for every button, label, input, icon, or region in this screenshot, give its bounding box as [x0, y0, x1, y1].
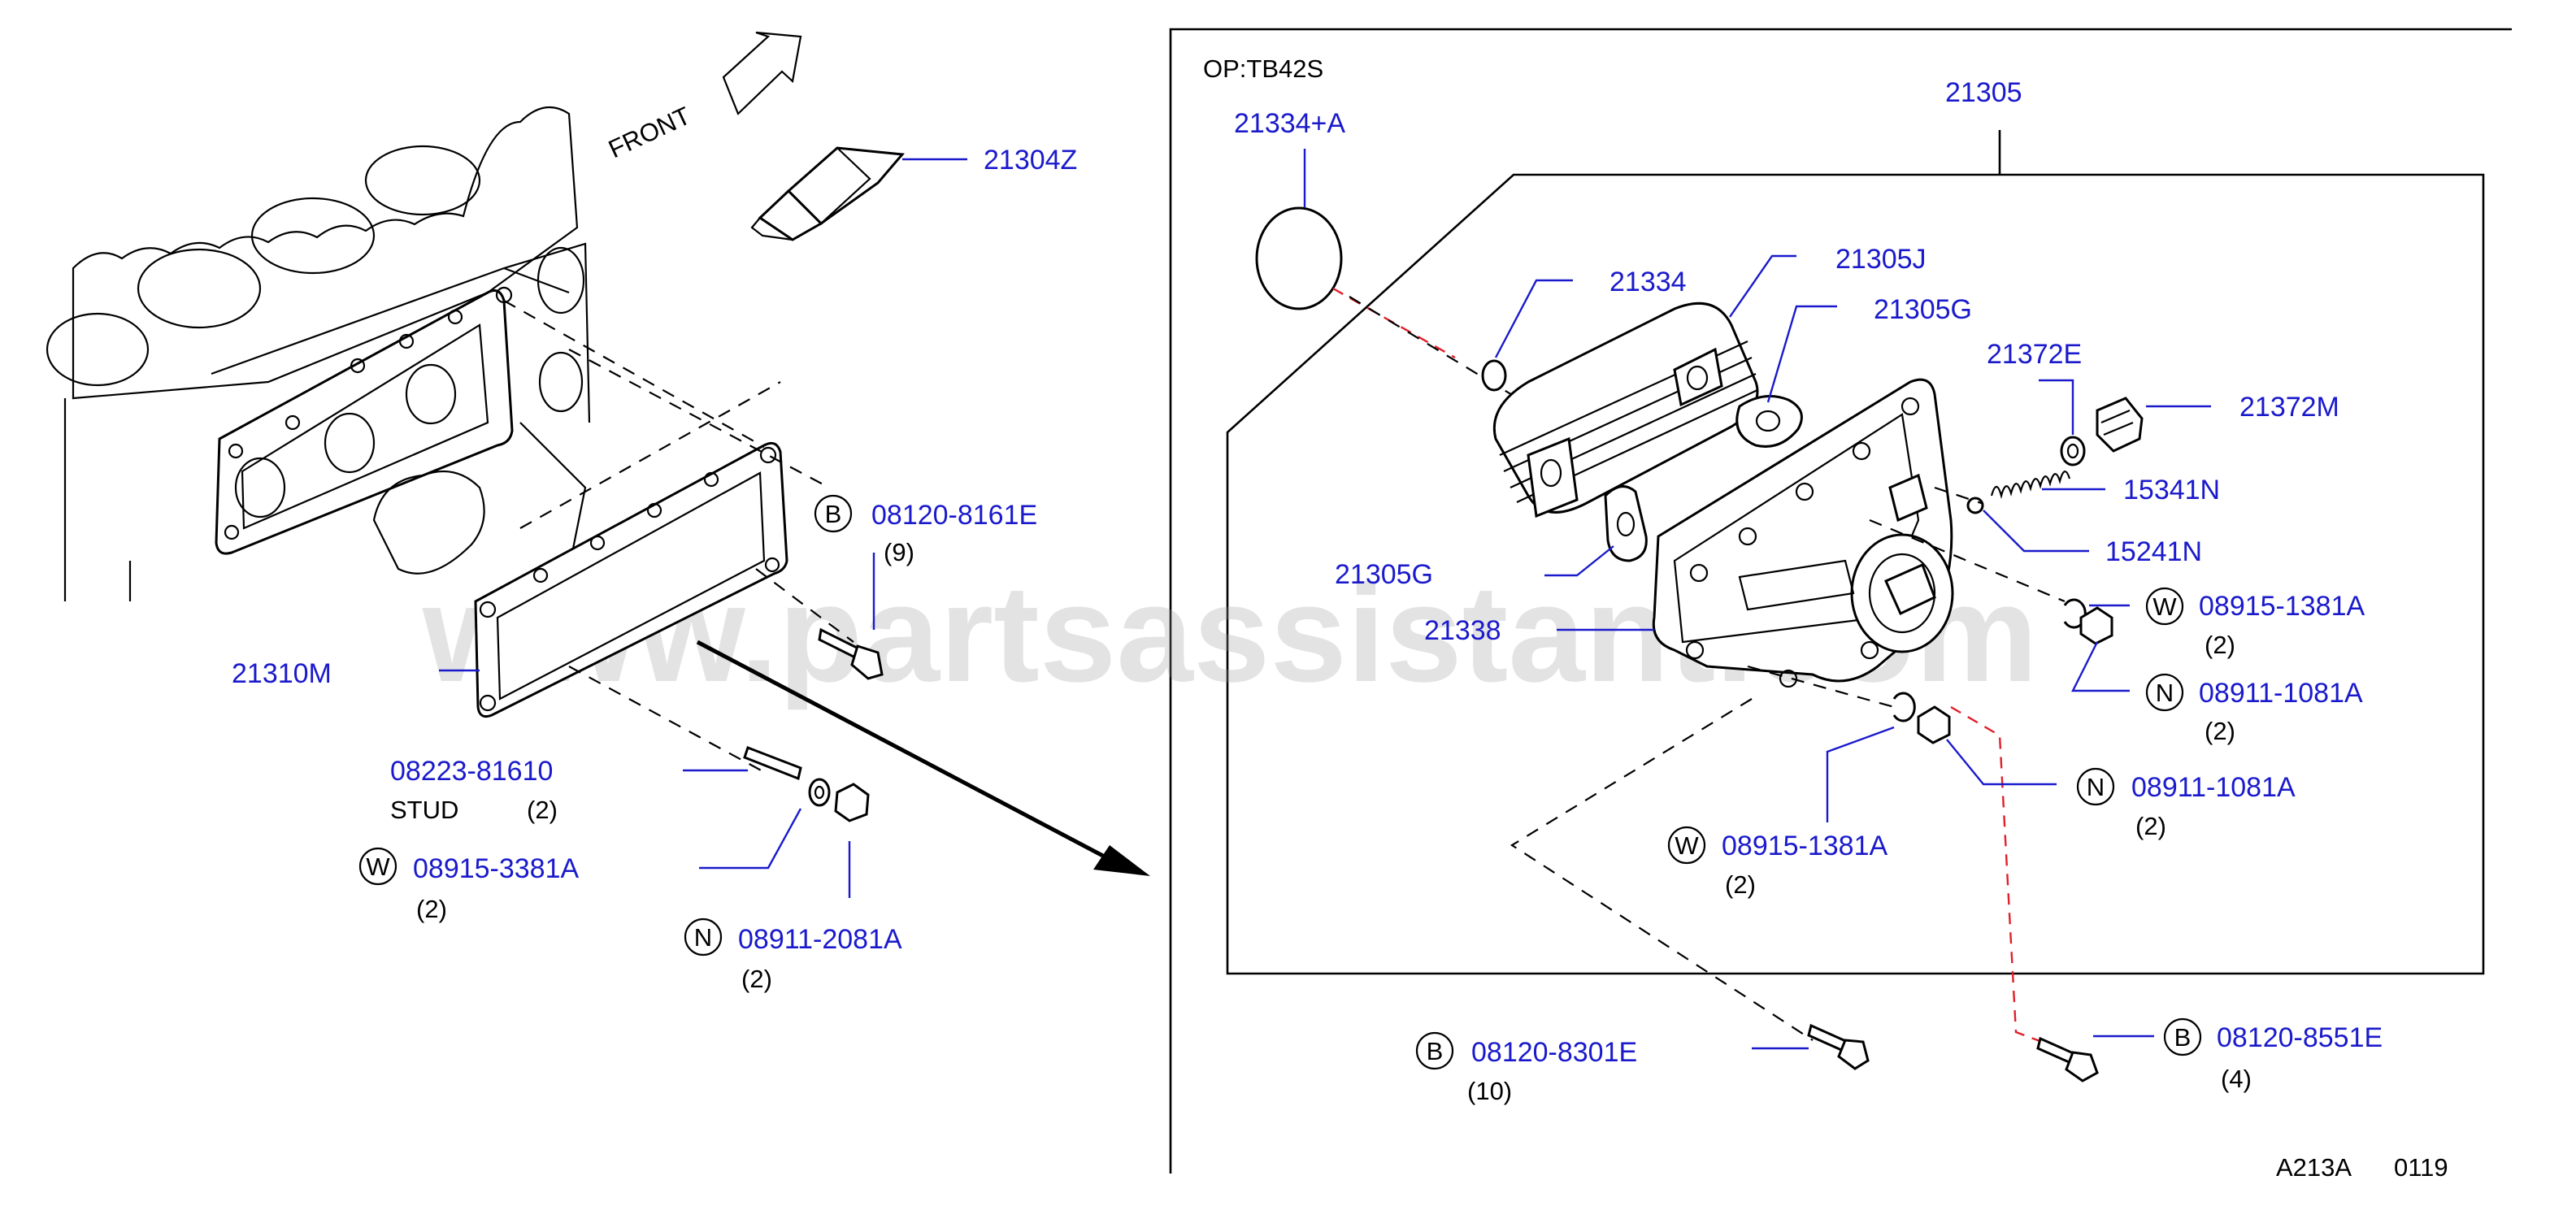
callout-21304z[interactable]: 21304Z: [984, 145, 1077, 176]
bolt-symbol: B: [825, 500, 842, 528]
engine-block-drawing: [46, 106, 591, 601]
callout-nut-left[interactable]: 08911-2081A: [738, 924, 902, 955]
front-label: FRONT: [604, 101, 695, 163]
detail-arrow: [696, 640, 1150, 876]
callout-bolt-bottom[interactable]: 08120-8301E: [1471, 1037, 1637, 1068]
symbol-circles: [358, 494, 2202, 1070]
qty-stud: (2): [527, 796, 558, 824]
option-label: OP:TB42S: [1203, 54, 1323, 83]
callout-15241n[interactable]: 15241N: [2105, 536, 2202, 567]
callout-21372e[interactable]: 21372E: [1987, 339, 2082, 370]
callout-stud[interactable]: 08223-81610: [390, 756, 553, 787]
qty-washer-right: (2): [2205, 631, 2235, 659]
ref-code: A213A: [2276, 1153, 2352, 1182]
stud-drawing: [743, 746, 802, 781]
washer-nut-right-drawing: [2063, 598, 2113, 645]
callout-21338[interactable]: 21338: [1424, 615, 1501, 646]
gasket-side-drawing: [1604, 485, 1648, 562]
o-ring-large-drawing: [1255, 206, 1343, 310]
callout-washer-mid[interactable]: 08915-1381A: [1722, 831, 1888, 861]
washer-nut-left-drawing: [808, 778, 870, 822]
gasket-top-drawing: [1735, 395, 1803, 448]
nut-symbol: N: [2156, 679, 2174, 707]
leader-lines: [439, 149, 2211, 1050]
washer-symbol: W: [366, 852, 390, 881]
callout-nut-mid[interactable]: 08911-1081A: [2131, 772, 2296, 803]
ref-number: 0119: [2394, 1153, 2448, 1182]
qty-bolt-head: (9): [884, 538, 914, 566]
callout-21305g-top[interactable]: 21305G: [1874, 294, 1972, 325]
callout-labels: 21305 21334+A 21304Z 08120-8161E (9) 213…: [232, 77, 2383, 1105]
callout-nut-right[interactable]: 08911-1081A: [2199, 678, 2363, 709]
bolt-bottom-drawing: [1807, 1023, 1870, 1070]
bolt-symbol: B: [2174, 1023, 2192, 1052]
washer-symbol: W: [1675, 831, 1699, 860]
callout-21334a[interactable]: 21334+A: [1234, 108, 1345, 139]
bolt-right-drawing: [2036, 1036, 2099, 1082]
stud-label: STUD: [390, 796, 458, 824]
plug-drawing: [2096, 397, 2144, 453]
washer-symbol: W: [2152, 592, 2177, 621]
cooler-element-drawing: [1492, 302, 1759, 518]
qty-bolt-right: (4): [2221, 1065, 2252, 1093]
cooler-housing-drawing: [1652, 378, 1954, 688]
callout-21305[interactable]: 21305: [1945, 77, 2022, 108]
callout-21305j[interactable]: 21305J: [1835, 244, 1927, 275]
gasket-head-drawing: [474, 441, 788, 718]
plug-washer-drawing: [2060, 436, 2086, 466]
callout-15341n[interactable]: 15341N: [2123, 475, 2220, 505]
callout-washer-right[interactable]: 08915-1381A: [2199, 591, 2365, 622]
valve-ball-drawing: [1966, 497, 1984, 514]
nut-symbol: N: [2087, 773, 2105, 801]
callout-21334[interactable]: 21334: [1609, 267, 1687, 297]
mid-dash-line: [1747, 665, 1895, 709]
callout-21372m[interactable]: 21372M: [2239, 392, 2339, 423]
bolt-symbol: B: [1427, 1037, 1444, 1065]
callout-bolt-right[interactable]: 08120-8551E: [2217, 1022, 2383, 1053]
front-arrow-icon: [722, 31, 802, 115]
sealant-tube-drawing: [750, 146, 906, 241]
symbol-letters: B W N W N N W B B: [366, 500, 2191, 1065]
qty-washer-mid: (2): [1725, 870, 1756, 899]
option-frame: [1169, 28, 2512, 1173]
qty-nut-right: (2): [2205, 717, 2235, 745]
left-alignment-lines: [503, 300, 854, 773]
qty-nut-mid: (2): [2135, 812, 2166, 840]
qty-bolt-bottom: (10): [1467, 1077, 1512, 1105]
washer-nut-mid-drawing: [1892, 692, 1951, 744]
qty-washer-left: (2): [416, 895, 447, 923]
o-ring-small-drawing: [1481, 359, 1507, 392]
callout-21305g-side[interactable]: 21305G: [1335, 559, 1433, 590]
qty-nut-left: (2): [741, 965, 772, 993]
plug-dash-lines: [1869, 486, 2066, 603]
spring-drawing: [1990, 471, 2071, 500]
nut-symbol: N: [694, 923, 712, 952]
callout-21310m[interactable]: 21310M: [232, 658, 332, 689]
bolt-head-drawing: [818, 627, 884, 680]
callout-bolt-head[interactable]: 08120-8161E: [871, 500, 1037, 531]
red-dash-bolt-route: [1950, 705, 2049, 1046]
callout-washer-left[interactable]: 08915-3381A: [413, 853, 580, 884]
bottom-bolt-dash-route: [1510, 698, 1814, 1041]
